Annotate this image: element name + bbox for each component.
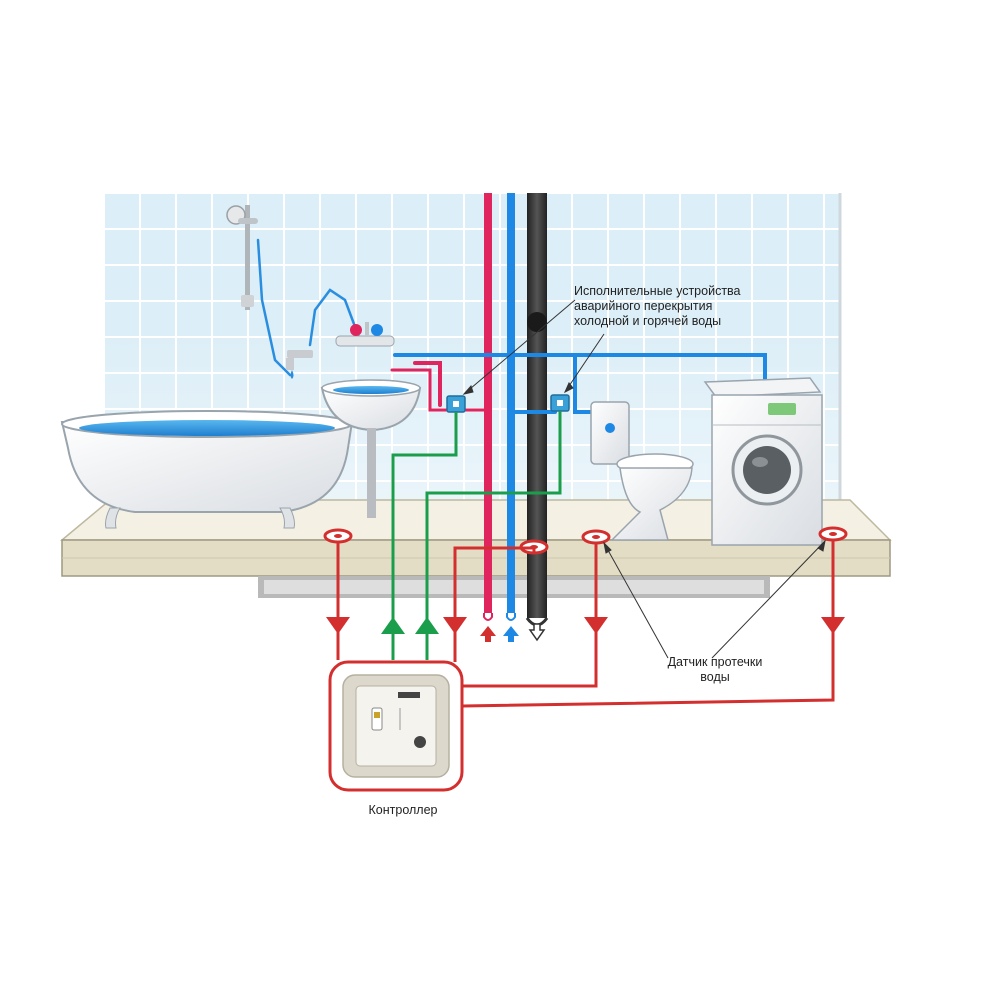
valve-icon [446, 395, 466, 413]
arrow-up-icon [480, 626, 496, 642]
riser-inlets [480, 613, 549, 642]
toilet-icon [590, 401, 694, 541]
leak-sensor-icon [581, 529, 611, 545]
actuators-label: Исполнительные устройства аварийного пер… [574, 284, 741, 328]
sensor-wires [336, 540, 835, 708]
shower-icon [226, 205, 313, 379]
sensor-arrows [326, 617, 845, 634]
control-wires [391, 411, 562, 660]
controller-label: Контроллер [368, 803, 438, 817]
riser-pipes [484, 193, 547, 618]
arrow-down-icon [821, 617, 845, 634]
arrow-down-icon [326, 617, 350, 634]
arrow-up-icon [415, 617, 439, 634]
controller-icon [342, 674, 450, 778]
leak-sensor-4 [818, 526, 848, 542]
label-pointers [462, 299, 826, 659]
leak-sensor-1 [323, 528, 353, 544]
floor-slab [59, 499, 892, 598]
controller [328, 660, 464, 792]
arrow-up-icon [503, 626, 519, 642]
arrow-up-icon [381, 617, 405, 634]
arrow-down-icon [584, 617, 608, 634]
arrow-down-icon [528, 623, 546, 642]
hot-water-valve [446, 395, 466, 413]
control-arrows [381, 617, 439, 634]
valve-icon [550, 394, 570, 412]
leak-sensor-3 [581, 529, 611, 545]
leak-sensor-icon [323, 528, 353, 544]
washing-machine-icon [703, 377, 823, 546]
bathtub-icon [60, 410, 354, 529]
arrow-down-icon [443, 617, 467, 634]
sink-icon [320, 322, 422, 518]
leak-sensor-icon [818, 526, 848, 542]
leak-sensor-label: Датчик протечки воды [667, 655, 763, 684]
cold-water-valve [550, 394, 570, 412]
